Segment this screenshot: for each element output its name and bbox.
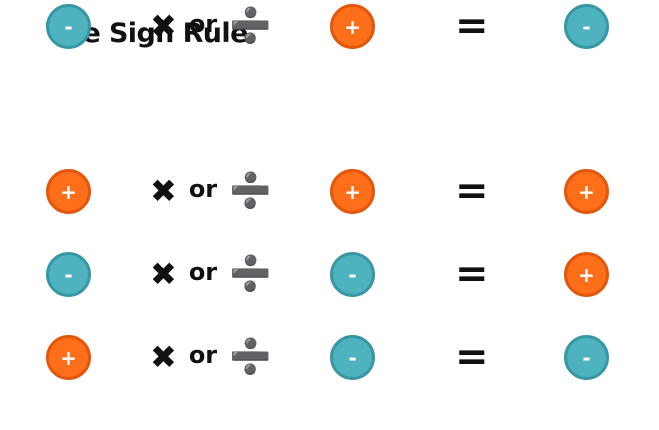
operand-b-sign-icon: - xyxy=(330,335,375,380)
times-icon: ✖ xyxy=(150,255,177,293)
rule-row-1: + ✖ or ➗ + = + xyxy=(0,165,659,225)
operator-group: ✖ or ➗ xyxy=(150,6,271,46)
result-glyph: + xyxy=(578,262,595,287)
rule-row-3: + ✖ or ➗ - = - xyxy=(0,331,659,391)
divide-icon: ➗ xyxy=(229,171,272,211)
operand-b-glyph: + xyxy=(344,179,361,204)
equals-icon: = xyxy=(455,168,489,214)
result-sign-icon: + xyxy=(564,169,609,214)
result-sign-icon: + xyxy=(564,252,609,297)
divide-icon: ➗ xyxy=(229,337,272,377)
operand-a-sign-icon: + xyxy=(46,169,91,214)
or-label: or xyxy=(188,175,218,203)
divide-icon: ➗ xyxy=(229,6,272,46)
operand-a-sign-icon: + xyxy=(46,335,91,380)
or-label: or xyxy=(188,258,218,286)
operator-group: ✖ or ➗ xyxy=(150,254,271,294)
divide-icon: ➗ xyxy=(229,254,272,294)
times-icon: ✖ xyxy=(150,7,177,45)
rule-row-2: - ✖ or ➗ - = + xyxy=(0,248,659,308)
equals-icon: = xyxy=(455,3,489,49)
operand-b-glyph: - xyxy=(348,262,357,287)
operand-b-sign-icon: + xyxy=(330,4,375,49)
times-icon: ✖ xyxy=(150,338,177,376)
equals-icon: = xyxy=(455,334,489,380)
operand-b-sign-icon: - xyxy=(330,252,375,297)
operand-b-glyph: + xyxy=(344,14,361,39)
result-sign-icon: - xyxy=(564,335,609,380)
rule-row-4: - ✖ or ➗ + = - xyxy=(0,0,659,60)
operator-group: ✖ or ➗ xyxy=(150,337,271,377)
operand-b-glyph: - xyxy=(348,345,357,370)
or-label: or xyxy=(188,10,218,38)
times-icon: ✖ xyxy=(150,172,177,210)
or-label: or xyxy=(188,341,218,369)
operand-a-glyph: - xyxy=(64,262,73,287)
result-sign-icon: - xyxy=(564,4,609,49)
result-glyph: - xyxy=(582,345,591,370)
operand-a-glyph: + xyxy=(60,345,77,370)
operand-a-glyph: - xyxy=(64,14,73,39)
result-glyph: - xyxy=(582,14,591,39)
operand-a-sign-icon: - xyxy=(46,252,91,297)
operand-a-sign-icon: - xyxy=(46,4,91,49)
result-glyph: + xyxy=(578,179,595,204)
operand-a-glyph: + xyxy=(60,179,77,204)
operator-group: ✖ or ➗ xyxy=(150,171,271,211)
equals-icon: = xyxy=(455,251,489,297)
operand-b-sign-icon: + xyxy=(330,169,375,214)
